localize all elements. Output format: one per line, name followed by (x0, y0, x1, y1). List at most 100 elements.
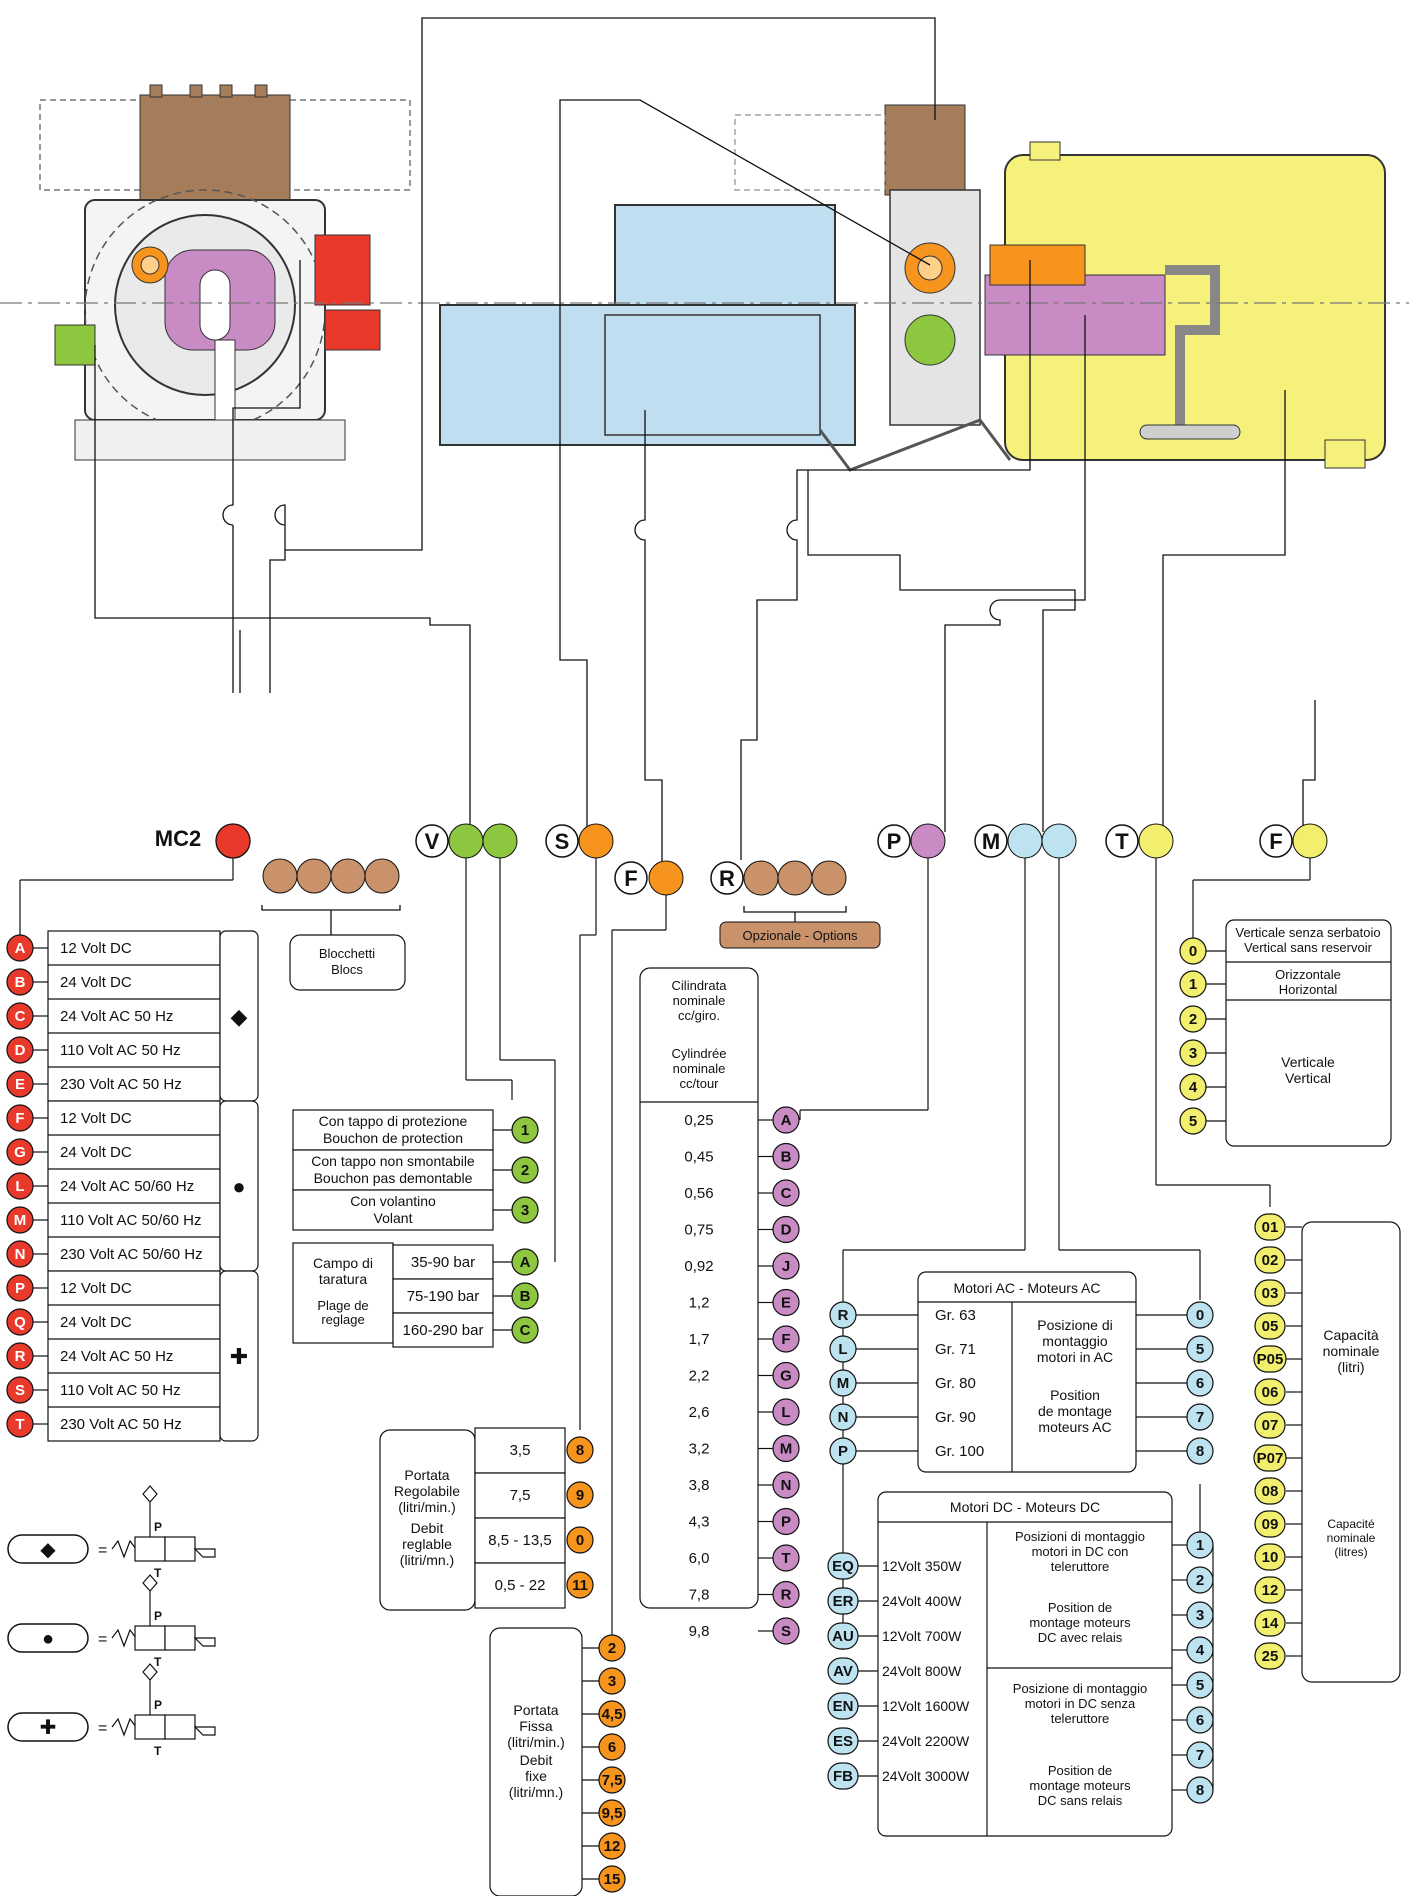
label-line: teleruttore (1051, 1559, 1110, 1574)
mc2-dot (215, 823, 251, 859)
voltage-text: 12 Volt DC (60, 1110, 132, 1127)
tank-0-code: 0 (1189, 943, 1197, 960)
disp-text: 1,7 (689, 1331, 710, 1348)
voltage-P-code: P (15, 1280, 25, 1297)
cap-01-code: 01 (1262, 1219, 1279, 1236)
letter-v: V (425, 829, 440, 854)
disp-text: 0,25 (684, 1112, 713, 1129)
voltage-Q-code: Q (14, 1314, 26, 1331)
port-p-label: P (154, 1609, 162, 1623)
displacement-table: Cilindratanominalecc/giro.Cylindréenomin… (639, 858, 929, 1645)
fixed-4,5-badge (598, 1700, 626, 1728)
ac-pos-8-code: 8 (1196, 1443, 1204, 1460)
dc-ER-code: ER (833, 1593, 854, 1610)
voltage-text: 24 Volt AC 50 Hz (60, 1008, 173, 1025)
legend-symbol-pill (7, 1712, 89, 1742)
fixed-2-code: 2 (608, 1640, 616, 1657)
label-line: montage moteurs (1029, 1778, 1131, 1793)
fixed-label-box (489, 1627, 583, 1896)
disp-T-code: T (781, 1550, 790, 1567)
label-line: Horizontal (1279, 982, 1338, 997)
dc-pos-2-code: 2 (1196, 1572, 1204, 1589)
blocks-label-1: Blocchetti (319, 946, 375, 961)
cap-07-code: 07 (1262, 1417, 1279, 1434)
voltage-symbol-box (219, 1270, 259, 1442)
disp-A-code: A (781, 1112, 792, 1129)
solenoid-icon (193, 1637, 216, 1647)
ac-text: Gr. 80 (935, 1375, 976, 1392)
cap-08-badge (1254, 1477, 1286, 1505)
voltage-T-code: T (15, 1416, 24, 1433)
label-line: Posizione di (1037, 1317, 1113, 1333)
label-line: moteurs AC (1038, 1419, 1111, 1435)
label-line: fixe (525, 1768, 547, 1784)
label-line: motori in DC con (1032, 1544, 1129, 1559)
label-line: de montage (1038, 1403, 1112, 1419)
adj-text: 3,5 (510, 1442, 531, 1459)
voltage-B-code: B (15, 974, 26, 991)
letter-t: T (1115, 829, 1129, 854)
capacity-table: Capacitànominale(litri)Capaciténominale(… (1155, 858, 1401, 1683)
cap-01-badge (1254, 1213, 1286, 1241)
ac-pos-5-code: 5 (1196, 1341, 1204, 1358)
label-line: Campo di (313, 1255, 373, 1271)
dc-title: Motori DC - Moteurs DC (950, 1499, 1100, 1515)
label-line: taratura (319, 1271, 367, 1287)
label-line: Portata (404, 1467, 449, 1483)
cap-box (292, 1149, 494, 1191)
legend-equals: = (98, 1542, 107, 1559)
disp-M-code: M (780, 1441, 793, 1458)
port-t-label: T (154, 1566, 162, 1580)
valve-cell-icon (134, 1625, 166, 1651)
disp-L-code: L (781, 1404, 790, 1421)
disp-text: 2,6 (689, 1404, 710, 1421)
voltage-R-code: R (15, 1348, 26, 1365)
options-label: Opzionale - Options (743, 928, 858, 943)
voltage-L-code: L (15, 1178, 24, 1195)
label-line: (litri/mn.) (509, 1784, 563, 1800)
label-line: (litri) (1337, 1359, 1364, 1375)
label-line: reglable (402, 1536, 452, 1552)
voltage-text: 110 Volt AC 50/60 Hz (60, 1212, 201, 1229)
disp-J-badge (772, 1252, 800, 1280)
voltage-text: 24 Volt DC (60, 1314, 132, 1331)
fixed-9,5-code: 9,5 (602, 1805, 623, 1822)
label-line: (litri/min.) (507, 1734, 565, 1750)
dc-EQ-code: EQ (832, 1558, 854, 1575)
disp-M-badge (772, 1434, 800, 1463)
ac-title: Motori AC - Moteurs AC (953, 1280, 1100, 1296)
dc-text: 12Volt 700W (882, 1628, 962, 1644)
label-line: Vertical sans reservoir (1244, 940, 1373, 955)
voltage-D-code: D (15, 1042, 26, 1059)
fixed-6-badge (598, 1733, 626, 1761)
range-box (392, 1244, 494, 1280)
range-text: 35-90 bar (411, 1254, 475, 1271)
disp-N-badge (772, 1471, 800, 1499)
dc-text: 24Volt 800W (882, 1663, 962, 1679)
label-line: Bouchon pas demontable (314, 1170, 473, 1186)
block-dot (296, 858, 332, 894)
dc-pos-6-code: 6 (1196, 1712, 1204, 1729)
label-line: Bouchon de protection (323, 1130, 463, 1146)
label-line: nominale (673, 1061, 726, 1076)
dc-pos-3-code: 3 (1196, 1607, 1204, 1624)
block-dot (262, 858, 298, 894)
cap-14-badge (1254, 1609, 1286, 1637)
disp-R-code: R (781, 1587, 792, 1604)
label-line: Portata (513, 1702, 558, 1718)
block-dot (364, 858, 400, 894)
port-p-label: P (154, 1520, 162, 1534)
cap-09-badge (1254, 1510, 1286, 1538)
disp-A-badge (772, 1106, 800, 1134)
fixed-2-badge (598, 1634, 626, 1662)
legend-symbol-pill (7, 1623, 89, 1653)
ac-pos-7-code: 7 (1196, 1409, 1204, 1426)
voltage-E-code: E (15, 1076, 25, 1093)
port-p-label: P (154, 1698, 162, 1712)
voltage-A-code: A (15, 940, 26, 957)
label-line: montage moteurs (1029, 1615, 1131, 1630)
disp-L-badge (772, 1398, 800, 1426)
disp-D-code: D (781, 1222, 792, 1239)
disp-P-code: P (781, 1514, 791, 1531)
adj-9-badge (566, 1481, 594, 1509)
